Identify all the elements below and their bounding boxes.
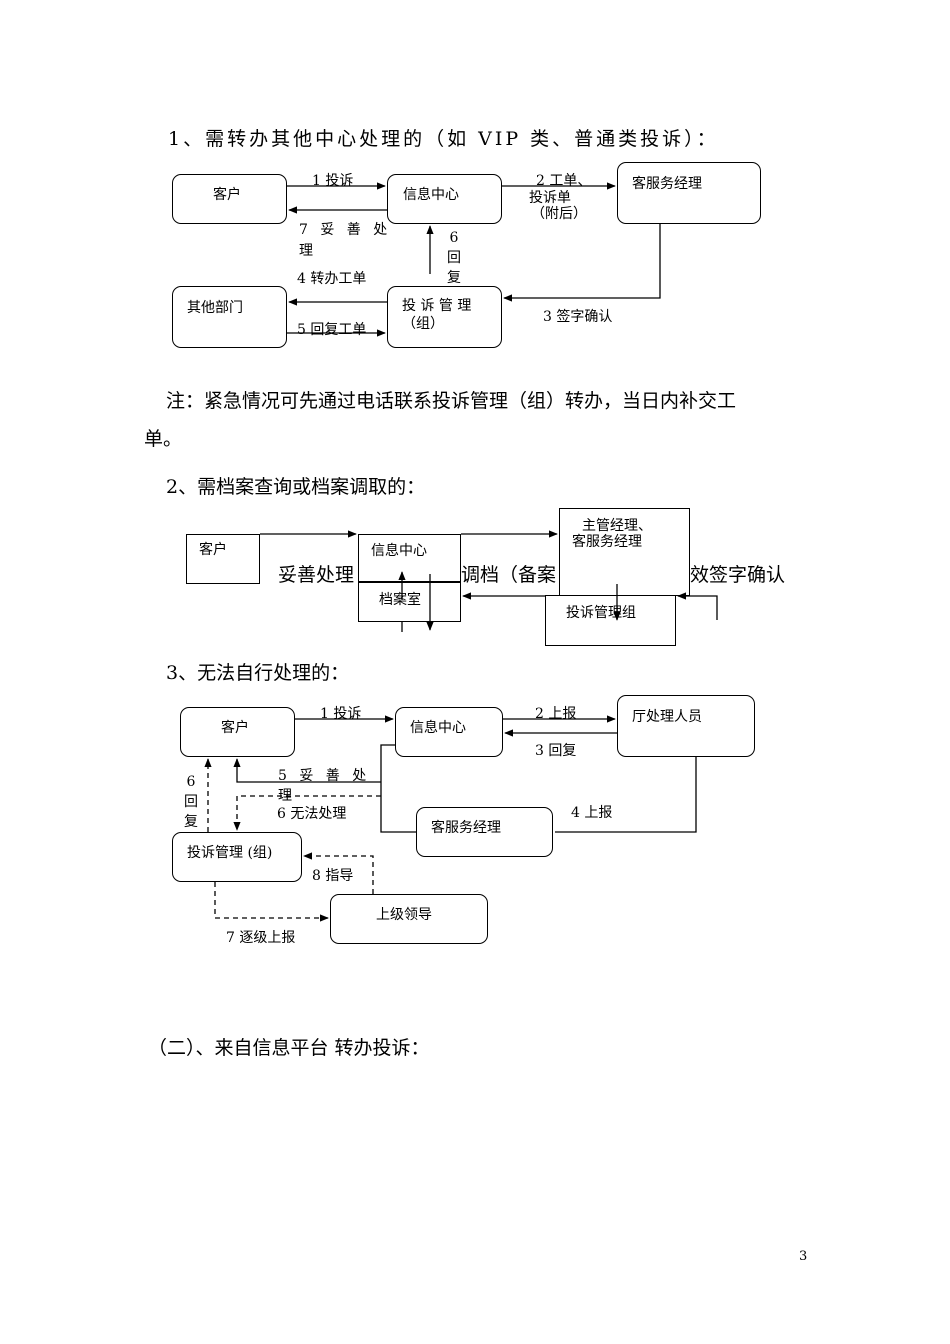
s1-label-1: 1 投诉 [312,173,354,189]
note-line-1: 注：紧急情况可先通过电话联系投诉管理（组）转办，当日内补交工 [166,390,737,412]
s2-arrow-right-return [677,592,718,620]
s3-line-5 [380,744,416,833]
s2-manager-box: 主管经理、 客服务经理 [559,508,690,596]
s3-label-5a: 5 妥 善 处 [278,768,371,784]
s1-arrow-3 [503,224,661,302]
s3-info-center-box: 信息中心 [395,707,503,757]
s2-manager-label-a: 主管经理、 [582,518,652,534]
section4-heading: （二）、来自信息平台 转办投诉： [148,1037,430,1059]
section3-heading: 3、无法自行处理的： [166,662,350,684]
page-number: 3 [799,1249,808,1264]
s3-customer-box: 客户 [180,707,295,757]
s3-hall-staff-box: 厅处理人员 [617,695,755,757]
s3-leader-box: 上级领导 [330,894,488,944]
s2-customer-label: 客户 [199,542,227,558]
s3-label-1: 1 投诉 [320,706,362,722]
s1-customer-label: 客户 [213,187,241,203]
s3-info-center-label: 信息中心 [410,720,466,736]
s1-label-6: 6 回复 [447,230,461,286]
s1-info-center-box: 信息中心 [387,174,502,224]
s3-label-6-vertical: 6 回复 [184,774,198,830]
s3-arrow-7 [214,882,329,922]
s2-info-center-label: 信息中心 [371,543,427,559]
s1-info-center-label: 信息中心 [403,187,459,203]
s2-manager-label-b: 客服务经理 [572,534,642,550]
s3-cs-manager-label: 客服务经理 [431,820,501,836]
s3-leader-label: 上级领导 [376,907,432,923]
s1-label-3: 3 签字确认 [543,309,613,325]
s1-other-dept-box: 其他部门 [172,286,287,348]
note-line-2: 单。 [144,428,183,450]
s3-label-7: 7 逐级上报 [226,930,296,946]
s3-customer-label: 客户 [221,720,249,736]
s2-complaint-mgmt-box: 投诉管理组 [545,595,676,646]
s3-complaint-mgmt-label: 投诉管理 (组) [187,845,273,861]
s1-cs-manager-box: 客服务经理 [617,162,761,224]
s1-complaint-mgmt-label: 投 诉 管 理（组） [402,298,472,332]
s1-other-dept-label: 其他部门 [187,300,243,316]
s1-cs-manager-label: 客服务经理 [632,176,702,192]
s1-complaint-mgmt-box: 投 诉 管 理（组） [387,286,502,348]
s1-label-7a: 7 妥 善 处 [299,222,392,238]
s2-overlay-text-a: 妥善处理 [278,564,355,586]
s3-label-6: 6 无法处理 [277,806,347,822]
s2-overlay-text-c: 效签字确认 [690,564,786,586]
s3-label-8: 8 指导 [312,868,354,884]
s1-label-2a: 2 工单、 [536,173,592,189]
s1-customer-box: 客户 [172,174,287,224]
s3-label-4: 4 上报 [571,805,613,821]
s1-label-2b: 投诉单 [529,190,571,206]
s2-complaint-mgmt-label: 投诉管理组 [566,605,636,621]
section1-heading: 1、需转办其他中心处理的（如 VIP 类、普通类投诉）： [168,128,719,150]
s2-info-center-box: 信息中心 [358,534,461,582]
s3-label-3: 3 回复 [535,743,577,759]
s1-label-2c: （附后） [531,206,587,222]
s2-customer-box: 客户 [186,534,260,584]
s1-label-4: 4 转办工单 [297,271,367,287]
s3-label-2: 2 上报 [535,706,577,722]
s1-label-7b: 理 [299,243,313,259]
s3-label-5b: 理 [278,788,292,804]
section2-heading: 2、需档案查询或档案调取的： [166,476,426,498]
s2-overlay-text-b: 调档（备案 [461,564,557,586]
s2-archive-box: 档案室 [358,582,461,622]
s3-cs-manager-box: 客服务经理 [416,807,553,857]
s3-complaint-mgmt-box: 投诉管理 (组) [172,832,302,882]
s2-archive-label: 档案室 [379,592,421,608]
s1-label-5: 5 回复工单 [297,322,367,338]
s3-hall-staff-label: 厅处理人员 [632,709,702,725]
